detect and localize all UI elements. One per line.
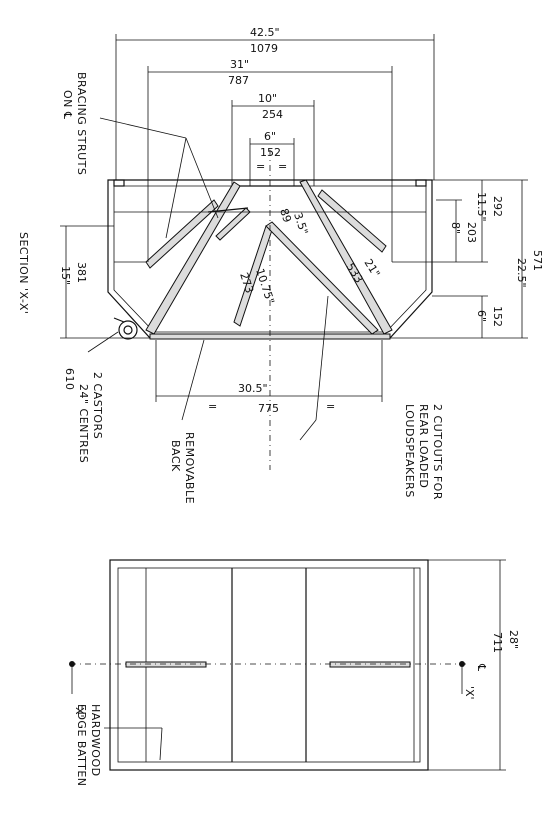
- plan-outline: [109, 559, 429, 771]
- castor: [113, 317, 138, 340]
- dim-15-mm: 381: [75, 262, 88, 283]
- label-removable-2: BACK: [169, 440, 182, 472]
- label-cutouts-1: 2 CUTOUTS FOR: [431, 404, 444, 500]
- dim-6-right-in: 6": [475, 310, 488, 322]
- section-title: SECTION 'X-X': [17, 232, 30, 314]
- dim-depth-total-in: 22.5": [515, 258, 528, 288]
- cl-symbol: ℄: [475, 663, 488, 671]
- dim-31-in: 31": [230, 58, 249, 71]
- plan-view: 'X' 'X' ℄ 28" 711 HARDWOOD EDGE BATTEN: [69, 559, 520, 787]
- bracing-strut-right: [317, 189, 387, 253]
- leader-cutouts-2: [299, 419, 317, 441]
- speaker-panel-right: [299, 179, 393, 335]
- dim-89-mm: 89: [277, 207, 294, 224]
- dim-overall-mm: 1079: [250, 42, 278, 55]
- dim-1075-in: 10.75": [253, 267, 277, 306]
- dim-711-mm: 711: [491, 632, 504, 653]
- dim-11-mm: 292: [491, 196, 504, 217]
- corner-block-left: [113, 179, 125, 187]
- label-batten-1: HARDWOOD: [89, 704, 102, 777]
- dim-6-right-mm: 152: [491, 306, 504, 327]
- dim-8-in: 8": [449, 222, 462, 234]
- plan-inner-frame: [117, 567, 421, 763]
- dim-8-mm: 203: [465, 222, 478, 243]
- dim-11-in: 11.5": [475, 192, 488, 222]
- bracing-strut-center: [207, 207, 249, 213]
- label-bracing-2: ON ℄: [61, 90, 74, 119]
- dim-31-mm: 787: [228, 74, 249, 87]
- label-bracing-1: BRACING STRUTS: [75, 72, 88, 175]
- dim-775-mm: 775: [258, 402, 279, 415]
- leader-castors: [87, 331, 119, 353]
- label-cutouts-2: REAR LOADED: [417, 404, 430, 488]
- leader-bracing-1: [99, 117, 187, 139]
- section-marker-right: 'X': [463, 686, 476, 700]
- speaker-panel-inner-right: [265, 221, 379, 335]
- leader-bracing-2: [165, 137, 187, 239]
- label-batten-2: EDGE BATTEN: [75, 704, 88, 787]
- leader-cutouts-1: [315, 295, 329, 421]
- leader-bracing-3: [185, 137, 219, 219]
- leader-removable: [181, 339, 205, 421]
- dim-30-in: 30.5": [238, 382, 268, 395]
- section-view: 42.5" 1079 31" 787 10" 254 6" 152 = = 22…: [17, 26, 544, 504]
- dim-6-mm: 152: [260, 146, 281, 159]
- section-marker-left: 'X': [73, 704, 86, 718]
- dim-6-eq-right: =: [278, 160, 287, 173]
- dim-273-mm: 273: [237, 271, 256, 295]
- dim-28-in: 28": [507, 630, 520, 649]
- label-cutouts-3: LOUDSPEAKERS: [403, 404, 416, 498]
- bracing-strut-left: [145, 199, 219, 269]
- dim-6-eq-left: =: [256, 160, 265, 173]
- speaker-panel-left: [145, 181, 241, 335]
- dim-overall-in: 42.5": [250, 26, 280, 39]
- label-castors-2: 24" CENTRES: [77, 384, 90, 463]
- dim-10-mm: 254: [262, 108, 283, 121]
- label-removable-1: REMOVABLE: [183, 432, 196, 504]
- edge-batten-right: [329, 661, 411, 668]
- dim-15-in: 15": [59, 266, 72, 285]
- dim-35-in: 3.5": [291, 211, 310, 236]
- edge-batten-left: [125, 661, 207, 668]
- dim-10-in: 10": [258, 92, 277, 105]
- label-castors-3: 610: [63, 368, 76, 391]
- label-castors-1: 2 CASTORS: [91, 372, 104, 439]
- dim-30-eq-right: =: [326, 400, 335, 413]
- dim-depth-total-mm: 571: [531, 250, 544, 271]
- dim-30-eq-left: =: [208, 400, 217, 413]
- dim-6-in: 6": [264, 130, 276, 143]
- corner-block-right: [415, 179, 427, 187]
